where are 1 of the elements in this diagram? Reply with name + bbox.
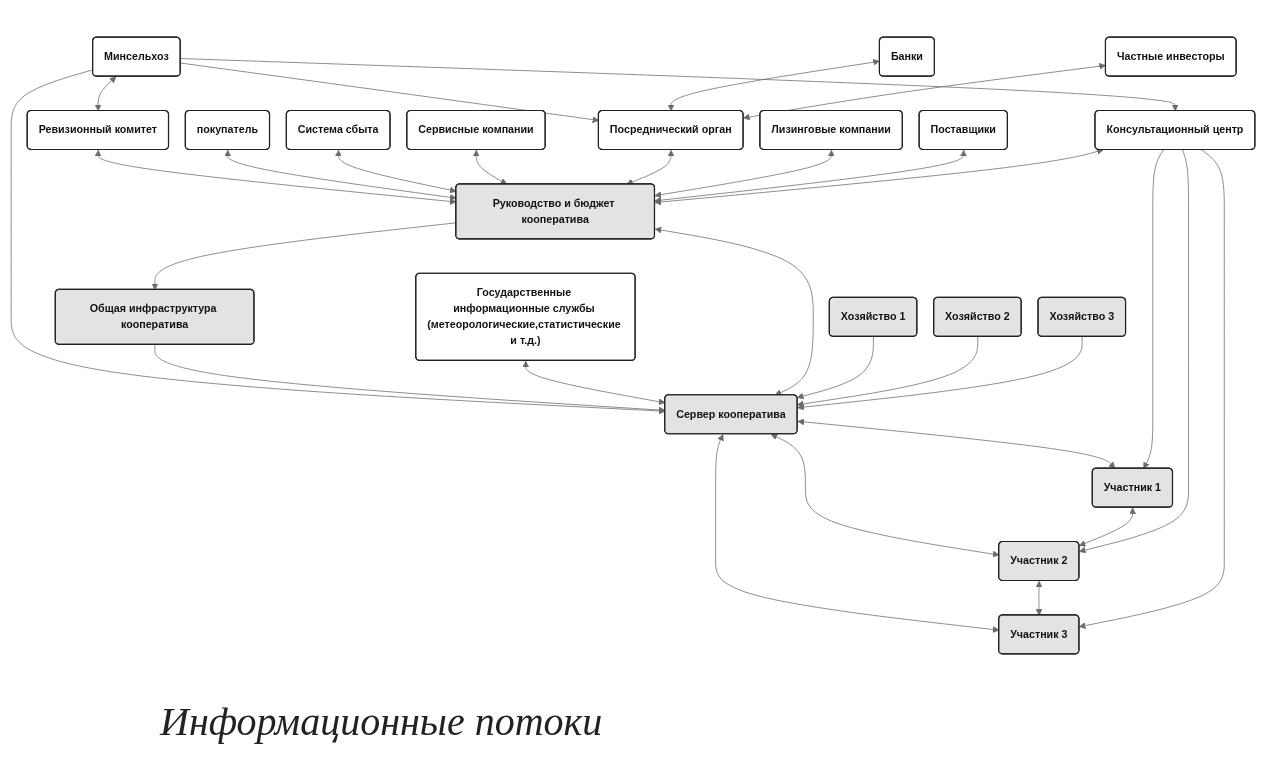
caption: Информационные потоки: [160, 698, 603, 745]
